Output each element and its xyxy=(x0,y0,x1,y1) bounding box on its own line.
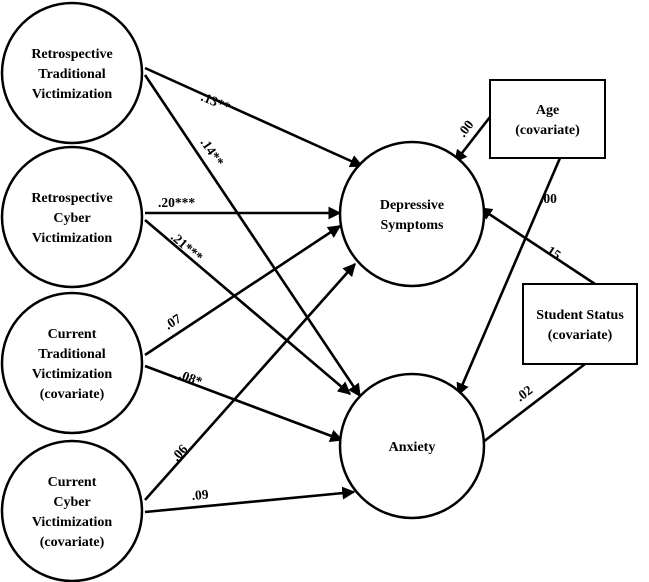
path-coefficient-student_status-anxiety: .02 xyxy=(513,382,536,404)
node-student_status-box xyxy=(522,283,638,365)
node-depressive-label-line: Symptoms xyxy=(380,218,444,233)
path-arrow-curr_trad-anxiety xyxy=(144,364,344,442)
node-curr_trad-label-line: (covariate) xyxy=(40,387,105,402)
node-curr_cyber-label-line: Victimization xyxy=(32,515,113,530)
node-curr_trad-label-line: Current xyxy=(48,327,97,342)
node-curr_trad-label-line: Victimization xyxy=(32,367,113,382)
node-retro_cyber-label-line: Retrospective xyxy=(31,191,112,206)
node-curr_cyber-label-line: Current xyxy=(48,475,97,490)
path-arrow-curr_cyber-anxiety xyxy=(144,486,356,514)
path-coefficient-curr_cyber-anxiety: .09 xyxy=(191,487,209,503)
path-arrow-curr_cyber-depressive xyxy=(144,263,356,501)
node-age: Age (covariate) xyxy=(489,79,606,159)
path-arrow-student_status-depressive xyxy=(478,206,596,286)
path-coefficient-student_status-depressive: .15 xyxy=(541,241,564,263)
node-age-label-line: Age xyxy=(536,103,559,118)
node-curr_trad-circle xyxy=(0,291,144,435)
path-coefficient-age-anxiety: .00 xyxy=(540,191,557,206)
node-student_status: Student Status (covariate) xyxy=(522,283,638,365)
path-arrow-age-anxiety xyxy=(456,157,562,397)
paths-layer xyxy=(143,66,596,514)
node-curr_cyber-circle xyxy=(0,439,144,582)
path-arrow-retro_cyber-anxiety xyxy=(144,219,351,395)
path-arrow-age-depressive xyxy=(453,116,492,164)
path-coefficient-curr_cyber-depressive: .06 xyxy=(168,441,191,464)
node-retro_cyber-circle xyxy=(0,145,144,289)
path-coefficient-retro_trad-anxiety: .14** xyxy=(198,135,228,169)
node-anxiety-circle xyxy=(338,372,486,520)
node-depressive-label-line: Depressive xyxy=(380,198,444,213)
path-arrow-curr_trad-depressive xyxy=(144,224,342,357)
path-arrow-retro_trad-depressive xyxy=(144,66,364,168)
path-coefficient-retro_cyber-depressive: .20*** xyxy=(158,195,195,210)
node-student_status-label-line: (covariate) xyxy=(548,328,613,343)
node-depressive-circle xyxy=(338,140,486,288)
node-retro_trad-circle xyxy=(0,1,144,145)
node-anxiety-label-line: Anxiety xyxy=(389,440,436,455)
node-student_status-label-line: Student Status xyxy=(536,308,624,323)
path-arrow-student_status-anxiety xyxy=(468,362,586,454)
path-arrow-retro_trad-anxiety xyxy=(143,74,362,398)
node-age-label-line: (covariate) xyxy=(515,123,580,138)
node-anxiety: Anxiety xyxy=(338,372,486,520)
path-coefficient-retro_cyber-anxiety: .21*** xyxy=(168,229,206,265)
node-curr_cyber-label-line: Cyber xyxy=(53,495,90,510)
node-curr_cyber-label-line: (covariate) xyxy=(40,535,105,550)
node-curr_trad-label-line: Traditional xyxy=(38,347,106,362)
node-retro_cyber-label-line: Victimization xyxy=(32,231,113,246)
node-retro_trad-label-line: Victimization xyxy=(32,87,113,102)
node-retro_cyber-label-line: Cyber xyxy=(53,211,90,226)
node-age-box xyxy=(489,79,606,159)
path-coefficient-curr_trad-depressive: .07 xyxy=(161,311,184,333)
node-retro_trad-label-line: Traditional xyxy=(38,67,106,82)
path-coefficient-retro_trad-depressive: .13** xyxy=(199,89,233,115)
node-retro_trad-label-line: Retrospective xyxy=(31,47,112,62)
